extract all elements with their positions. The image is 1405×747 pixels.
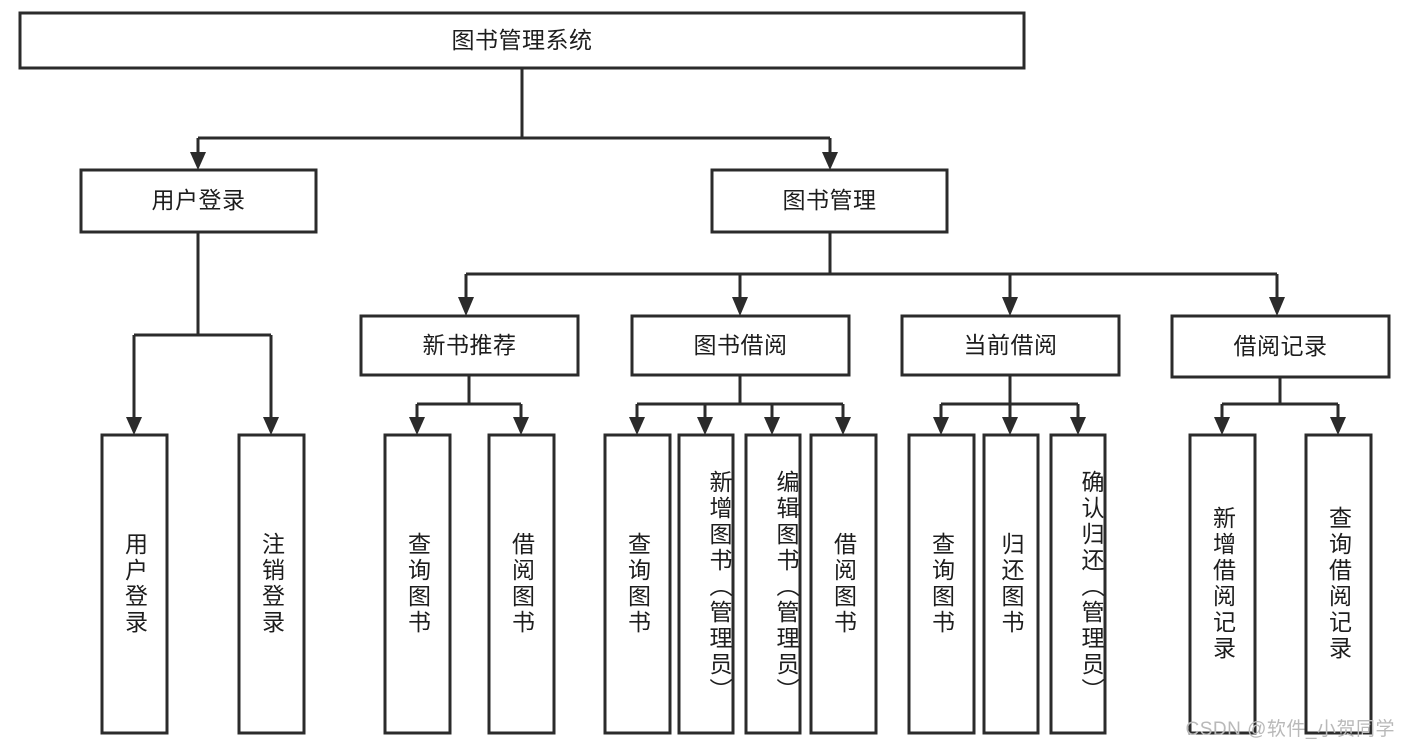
edge-newbook-to-leaves: [409, 375, 529, 435]
node-borrow-record-box[interactable]: [1170, 314, 1391, 379]
leaf-return-book-box[interactable]: [982, 433, 1040, 735]
leaf-query-book-3-box[interactable]: [907, 433, 976, 735]
leaf-edit-book-box[interactable]: [744, 433, 802, 735]
edge-root-to-level2: [190, 68, 838, 170]
leaf-query-book-2-box[interactable]: [603, 433, 672, 735]
leaf-query-record-box[interactable]: [1304, 433, 1373, 735]
node-user-login-box[interactable]: [79, 168, 318, 234]
node-book-manage-box[interactable]: [710, 168, 949, 234]
edge-borrowrecord-to-leaves: [1214, 377, 1346, 435]
edge-currentborrow-to-leaves: [933, 375, 1086, 435]
edge-userlogin-to-leaves: [126, 232, 279, 435]
node-book-borrow-box[interactable]: [630, 314, 851, 377]
edge-bookborrow-to-leaves: [629, 375, 851, 435]
leaf-query-book-1-box[interactable]: [383, 433, 452, 735]
leaf-logout-box[interactable]: [237, 433, 306, 735]
csdn-watermark: CSDN @软件_小贺同学: [1185, 719, 1395, 740]
leaf-add-record-box[interactable]: [1188, 433, 1257, 735]
node-root-box[interactable]: [18, 11, 1026, 70]
leaf-borrow-book-1-box[interactable]: [487, 433, 556, 735]
node-current-borrow-box[interactable]: [900, 314, 1121, 377]
leaf-add-book-box[interactable]: [677, 433, 735, 735]
node-new-book-rec-box[interactable]: [359, 314, 580, 377]
edge-bookmanage-to-level3: [458, 232, 1285, 316]
leaf-borrow-book-2-box[interactable]: [809, 433, 878, 735]
leaf-confirm-return-box[interactable]: [1049, 433, 1107, 735]
leaf-user-login-box[interactable]: [100, 433, 169, 735]
